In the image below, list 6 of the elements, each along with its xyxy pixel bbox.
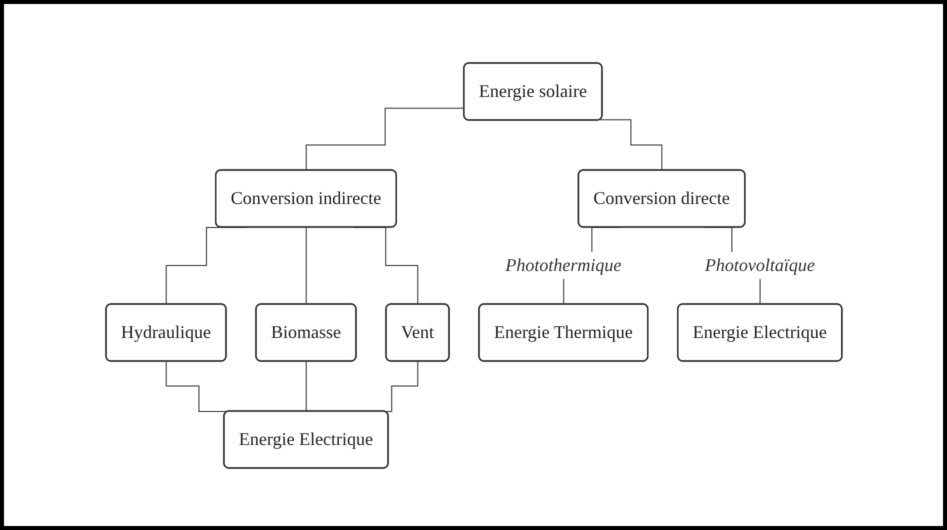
edge-label: Photovoltaïque bbox=[704, 254, 814, 274]
connector bbox=[305, 107, 464, 170]
edge-label: Photothermique bbox=[504, 254, 621, 274]
connector bbox=[305, 226, 307, 304]
connector bbox=[599, 118, 662, 170]
connector bbox=[305, 360, 307, 412]
